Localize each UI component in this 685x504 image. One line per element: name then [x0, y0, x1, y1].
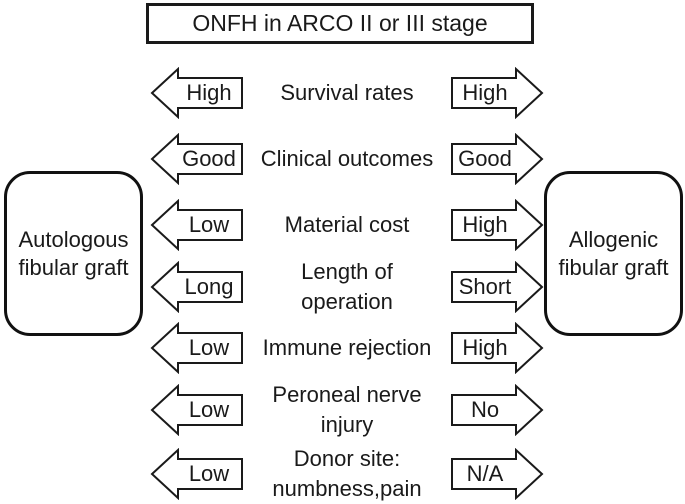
left-arrow-label: Low — [188, 335, 230, 360]
right-arrow: High — [450, 199, 544, 251]
left-arrow-label: Low — [188, 461, 230, 486]
right-option-label: Allogenic fibular graft — [558, 226, 669, 280]
comparison-row-length-of-operation: Long Length of operation Short — [0, 259, 685, 314]
right-arrow-label: No — [470, 397, 500, 422]
right-arrow-label: High — [462, 335, 508, 360]
left-arrow: Good — [150, 133, 244, 185]
left-arrow-icon — [150, 67, 243, 119]
criterion-label: Length of operation — [301, 259, 393, 314]
right-arrow: Good — [450, 133, 544, 185]
title-text: ONFH in ARCO II or III stage — [192, 10, 488, 36]
left-arrow: Low — [150, 384, 244, 436]
criterion-label: Immune rejection — [262, 335, 432, 360]
left-arrow-icon — [150, 261, 243, 313]
criterion-label: Donor site: numbness,pain — [272, 446, 422, 501]
left-arrow-label: High — [186, 80, 232, 105]
right-arrow-icon — [451, 67, 544, 119]
left-arrow: Low — [150, 199, 244, 251]
right-arrow: No — [450, 384, 544, 436]
title-box: ONFH in ARCO II or III stage — [146, 3, 534, 44]
right-arrow-label: High — [462, 212, 508, 237]
right-arrow: N/A — [450, 448, 544, 500]
criterion-label: Clinical outcomes — [260, 146, 434, 171]
right-arrow-icon — [451, 448, 544, 500]
comparison-row-peroneal-nerve-injury: Low Peroneal nerve injury No — [0, 382, 685, 437]
left-arrow-label: Long — [184, 274, 234, 299]
left-arrow-icon — [150, 448, 243, 500]
left-arrow-icon — [150, 133, 243, 185]
right-arrow-label: Short — [458, 274, 512, 299]
right-arrow: High — [450, 67, 544, 119]
left-arrow-label: Low — [188, 212, 230, 237]
comparison-row-donor-site: Low Donor site: numbness,pain N/A — [0, 446, 685, 501]
left-option-label: Autologous fibular graft — [18, 226, 129, 280]
left-arrow-label: Low — [188, 397, 230, 422]
right-arrow: High — [450, 322, 544, 374]
right-arrow-label: High — [462, 80, 508, 105]
comparison-row-survival-rates: High Survival rates High — [0, 67, 685, 119]
criterion-label: Survival rates — [280, 80, 414, 105]
right-arrow-icon — [451, 199, 544, 251]
left-arrow-label: Good — [182, 146, 236, 171]
right-arrow: Short — [450, 261, 544, 313]
right-arrow-label: Good — [458, 146, 512, 171]
left-option-box: Autologous fibular graft — [4, 171, 143, 336]
left-arrow-icon — [150, 384, 243, 436]
left-arrow: Long — [150, 261, 244, 313]
right-arrow-icon — [451, 133, 544, 185]
right-arrow-icon — [451, 322, 544, 374]
comparison-row-immune-rejection: Low Immune rejection High — [0, 322, 685, 374]
right-arrow-icon — [451, 384, 544, 436]
criterion-label: Material cost — [284, 212, 410, 237]
left-arrow-icon — [150, 322, 243, 374]
right-arrow-label: N/A — [466, 461, 504, 486]
left-arrow: High — [150, 67, 244, 119]
criterion-label: Peroneal nerve injury — [272, 382, 422, 437]
comparison-row-material-cost: Low Material cost High — [0, 199, 685, 251]
left-arrow: Low — [150, 448, 244, 500]
right-option-box: Allogenic fibular graft — [544, 171, 683, 336]
comparison-row-clinical-outcomes: Good Clinical outcomes Good — [0, 133, 685, 185]
left-arrow-icon — [150, 199, 243, 251]
right-arrow-icon — [451, 261, 544, 313]
left-arrow: Low — [150, 322, 244, 374]
